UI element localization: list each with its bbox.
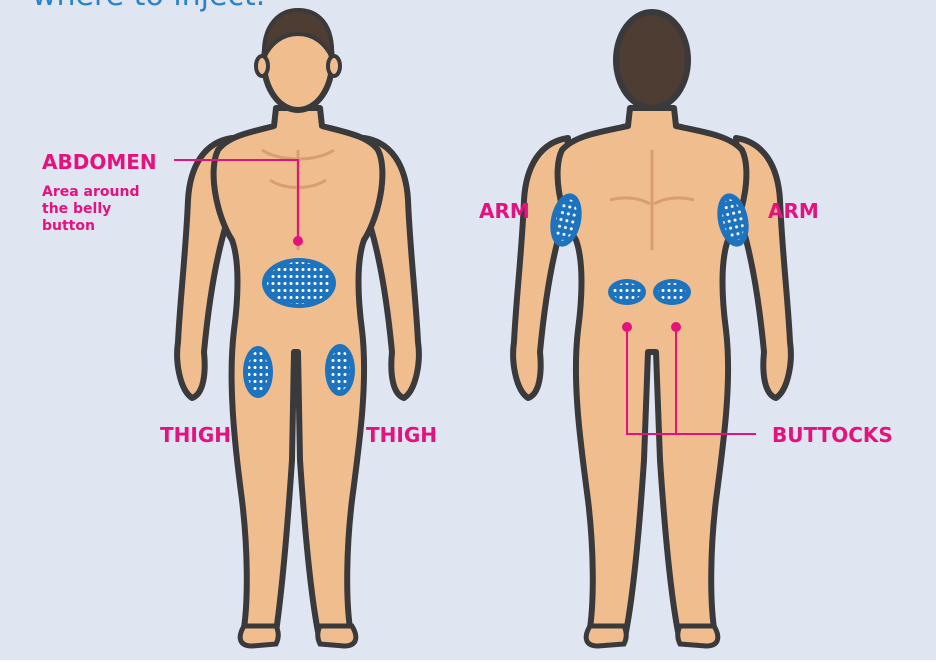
front-left-foot [240, 626, 278, 646]
front-figure [174, 10, 419, 646]
thigh-left-site [243, 346, 273, 398]
back-left-foot [586, 626, 626, 646]
front-right-foot [318, 626, 356, 646]
thigh-left-label: THIGH [160, 423, 231, 447]
back-figure [513, 12, 791, 646]
abdomen-pointer-dot [293, 236, 303, 246]
buttocks-pointer-dot-right [671, 322, 681, 332]
back-head [616, 12, 688, 108]
abdomen-site [262, 258, 336, 308]
buttocks-label: BUTTOCKS [772, 423, 893, 447]
buttock-left-site [608, 279, 646, 305]
back-right-foot [678, 626, 718, 646]
buttocks-pointer-dot-left [622, 322, 632, 332]
arm-right-label: ARM [768, 199, 819, 223]
buttock-right-site [653, 279, 691, 305]
thigh-right-label: THIGH [366, 423, 437, 447]
abdomen-label: ABDOMEN [42, 150, 157, 174]
abdomen-description: Area around the belly button [42, 184, 162, 235]
thigh-right-site [325, 344, 355, 396]
arm-left-label: ARM [479, 199, 530, 223]
